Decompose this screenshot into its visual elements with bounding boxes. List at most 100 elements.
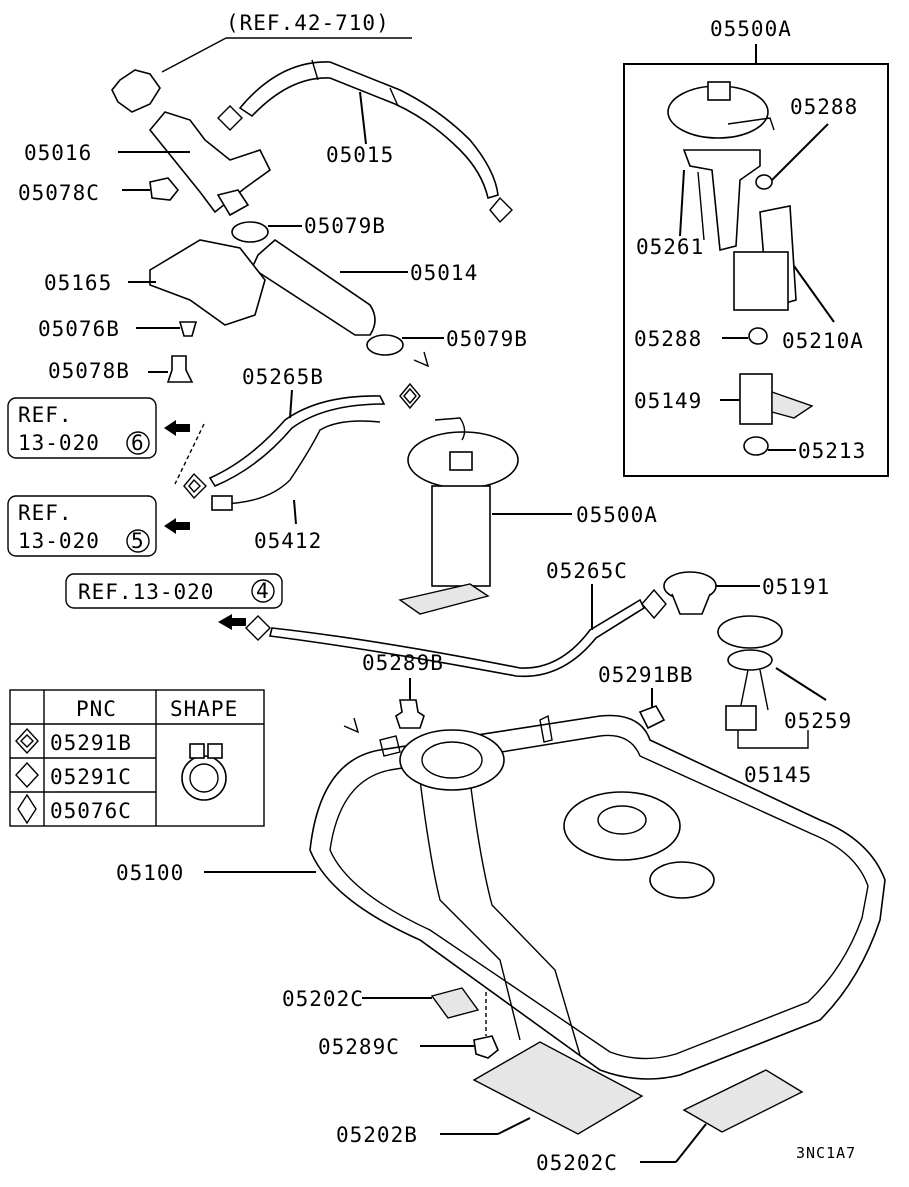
filler-neck-ref-part <box>111 69 161 113</box>
label-05014[interactable]: 05014 <box>410 261 478 285</box>
pump-body <box>431 485 491 587</box>
grommet-05289B <box>395 699 425 729</box>
hose-05014 <box>250 238 376 336</box>
clamp-05079B-lower <box>366 334 404 356</box>
legend-pnc-1: 05291B <box>50 731 132 755</box>
label-05202C-upper[interactable]: 05202C <box>282 987 364 1011</box>
direction-arrow <box>413 351 430 368</box>
label-05500A-main[interactable]: 05500A <box>576 503 658 527</box>
ref-5-arrow-icon <box>164 518 190 534</box>
ref-5-num: 5 <box>131 529 145 553</box>
dashed-leader <box>174 423 205 485</box>
diagram-code: 3NC1A7 <box>796 1144 856 1162</box>
tank-strap-right <box>469 779 581 1056</box>
inset-clip-05213 <box>743 436 769 456</box>
label-05076B[interactable]: 05076B <box>38 317 120 341</box>
inset-seal-05288-upper <box>755 174 773 190</box>
pump-pipe <box>434 417 466 441</box>
diamond-tall-icon <box>17 793 37 825</box>
label-05289B[interactable]: 05289B <box>362 651 444 675</box>
tank-sender-dome <box>563 791 681 861</box>
label-05265B[interactable]: 05265B <box>242 365 324 389</box>
label-05191[interactable]: 05191 <box>762 575 830 599</box>
ref-5-line1: REF. <box>18 501 73 525</box>
direction-arrow <box>343 717 360 734</box>
clamp-05079B-upper <box>231 221 269 243</box>
inset-seal-05288-lower <box>748 327 768 345</box>
diamond-double-marker <box>399 382 421 410</box>
label-05078C[interactable]: 05078C <box>18 181 100 205</box>
inset-label-05210A[interactable]: 05210A <box>782 329 864 353</box>
inset-leader-05288-upper <box>771 123 829 181</box>
inset-label-05288-lower[interactable]: 05288 <box>634 327 702 351</box>
sender-arm <box>759 669 769 711</box>
hose-clamp-shape <box>181 743 227 801</box>
filler-neck-end <box>216 189 250 217</box>
inset-title-05500A[interactable]: 05500A <box>710 17 792 41</box>
diamond-icon <box>15 761 39 789</box>
pump-connector <box>449 451 473 471</box>
inset-label-05149[interactable]: 05149 <box>634 389 702 413</box>
label-05079B-lower[interactable]: 05079B <box>446 327 528 351</box>
label-05078B[interactable]: 05078B <box>48 359 130 383</box>
fuel-tank-inner-edge <box>329 734 869 1060</box>
label-05015[interactable]: 05015 <box>326 143 394 167</box>
inset-connector <box>707 81 731 101</box>
tank-pump-opening-inner <box>421 741 483 779</box>
inset-label-05261[interactable]: 05261 <box>636 235 704 259</box>
hose-band <box>311 59 319 81</box>
inset-leader-05210A <box>793 265 835 323</box>
inset-box <box>623 63 889 477</box>
ref-6-circle <box>126 431 150 455</box>
label-05202B[interactable]: 05202B <box>336 1123 418 1147</box>
leader-05412 <box>293 499 297 525</box>
ref-5-line2: 13-020 <box>18 529 100 553</box>
inset-leader-05261 <box>679 169 685 237</box>
label-05202C-lower[interactable]: 05202C <box>536 1151 618 1175</box>
ref-5-circle <box>126 529 150 553</box>
sender-arm <box>739 669 749 711</box>
ref-6-line1: REF. <box>18 403 73 427</box>
bracket-05145 <box>737 730 809 749</box>
legend-pnc-3: 05076C <box>50 799 132 823</box>
label-05259[interactable]: 05259 <box>784 709 852 733</box>
label-05289C[interactable]: 05289C <box>318 1035 400 1059</box>
ref-42-710-label[interactable]: (REF.42-710) <box>226 11 390 35</box>
filler-hose <box>238 61 499 200</box>
inset-label-05288-upper[interactable]: 05288 <box>790 95 858 119</box>
legend-pnc-2: 05291C <box>50 765 132 789</box>
ref-6-line2: 13-020 <box>18 431 100 455</box>
diamond-double-marker <box>183 472 207 500</box>
diamond-marker <box>641 588 667 620</box>
clip-05076B <box>178 321 198 337</box>
diamond-double-icon <box>15 727 39 755</box>
bolt-05078C <box>149 177 180 201</box>
ref-box-6[interactable] <box>7 397 157 459</box>
label-05079B-upper[interactable]: 05079B <box>304 214 386 238</box>
ref-6-arrow-icon <box>164 420 190 436</box>
inset-pump-housing <box>733 251 789 311</box>
inset-pipe <box>727 117 775 131</box>
ref-4-arrow-icon <box>218 614 246 630</box>
inset-label-05213[interactable]: 05213 <box>798 439 866 463</box>
label-05165[interactable]: 05165 <box>44 271 112 295</box>
ref-box-5[interactable] <box>7 495 157 557</box>
sender-flange <box>717 615 783 649</box>
tank-vent-pipe <box>539 714 553 743</box>
pad-05202B <box>472 1041 644 1135</box>
bolt-05078B <box>166 355 194 383</box>
label-05291BB[interactable]: 05291BB <box>598 663 694 687</box>
sender-float <box>725 705 757 731</box>
label-05100[interactable]: 05100 <box>116 861 184 885</box>
label-05145[interactable]: 05145 <box>744 763 812 787</box>
label-05265C[interactable]: 05265C <box>546 559 628 583</box>
diamond-marker <box>217 105 243 131</box>
ref-box-4[interactable] <box>65 573 283 609</box>
ref-4-circle <box>251 579 275 603</box>
leader-05202C-lower <box>675 1123 707 1163</box>
label-05412[interactable]: 05412 <box>254 529 322 553</box>
label-05016[interactable]: 05016 <box>24 141 92 165</box>
sender-gasket <box>727 649 773 671</box>
inset-bracket-05261 <box>682 149 761 252</box>
